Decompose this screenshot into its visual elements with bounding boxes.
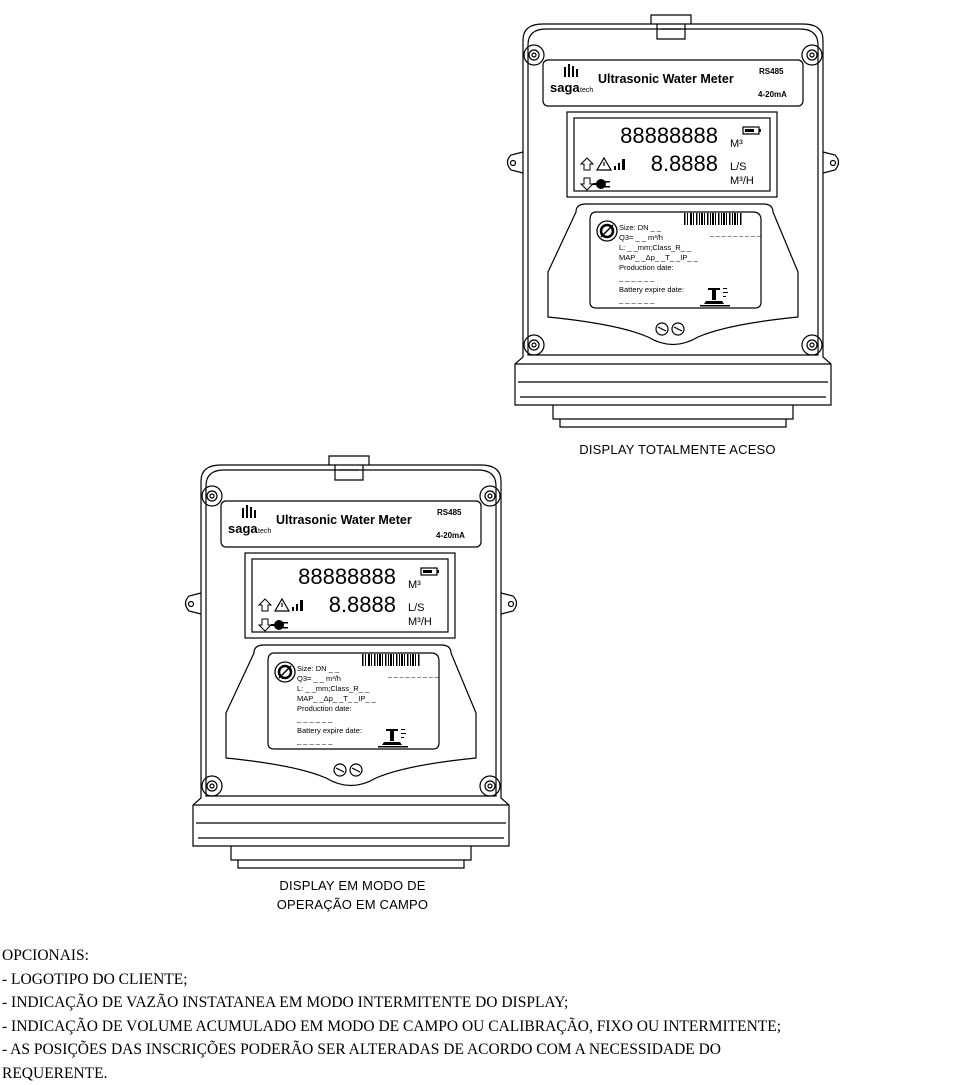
- unit-volume: M³: [730, 138, 743, 150]
- map-line: MAP_ _Δp_ _T_ _IP_ _: [619, 253, 699, 262]
- production-date-label: Production date:: [619, 263, 674, 272]
- output-label: 4-20mA: [436, 531, 465, 540]
- brand-logo: saga tech: [228, 505, 271, 536]
- meter-drawing: saga tech Ultrasonic Water Meter RS485 4…: [498, 12, 848, 432]
- caption-top-text: DISPLAY TOTALMENTE ACESO: [579, 442, 776, 457]
- caption-bottom-line-2: OPERAÇÃO EM CAMPO: [205, 895, 500, 914]
- note-item-continuation: REQUERENTE.: [2, 1062, 968, 1085]
- size-line: Size: DN _ _: [619, 223, 662, 232]
- arrow-up-icon: [581, 158, 593, 170]
- svg-text:saga: saga: [228, 521, 258, 536]
- battery-date-blank: _ _ _ _ _ _: [618, 295, 655, 304]
- output-label: 4-20mA: [758, 90, 787, 99]
- svg-text:tech: tech: [258, 528, 271, 535]
- notes-heading: OPCIONAIS:: [2, 944, 968, 968]
- interface-label: RS485: [437, 508, 462, 517]
- meter-fully-lit: saga tech Ultrasonic Water Meter RS485 4…: [498, 12, 848, 437]
- power-plug-icon: [593, 179, 610, 189]
- meter-title: Ultrasonic Water Meter: [276, 513, 412, 527]
- manufacturer-seal-icon: [597, 221, 617, 241]
- barcode: [362, 654, 420, 666]
- unit-flow: L/S: [730, 161, 747, 173]
- power-plug-icon: [271, 620, 288, 630]
- length-class-line: L: _ _mm;Class_R_ _: [297, 684, 370, 693]
- unit-flow: L/S: [408, 602, 425, 614]
- manufacturer-seal-icon: [275, 662, 295, 682]
- battery-date-label: Battery expire date:: [619, 285, 684, 294]
- barcode: [684, 213, 742, 225]
- q3-line: Q3= _ _ m³/h: [619, 233, 663, 242]
- unit-volume: M³: [408, 579, 421, 591]
- meter-title: Ultrasonic Water Meter: [598, 72, 734, 86]
- svg-text:saga: saga: [550, 80, 580, 95]
- certification-mark-icon: [378, 729, 408, 748]
- arrow-up-icon: [259, 599, 271, 611]
- meter-drawing: saga tech Ultrasonic Water Meter RS485 4…: [176, 453, 526, 873]
- production-date-blank: _ _ _ _ _ _: [296, 714, 333, 723]
- optional-notes: OPCIONAIS: - LOGOTIPO DO CLIENTE; - INDI…: [2, 944, 968, 1085]
- production-date-blank: _ _ _ _ _ _: [618, 273, 655, 282]
- battery-icon: [743, 127, 761, 134]
- signal-icon: [614, 159, 625, 170]
- warning-icon: [275, 599, 289, 611]
- note-item: - INDICAÇÃO DE VAZÃO INSTATANEA EM MODO …: [2, 991, 968, 1015]
- warning-icon: [597, 158, 611, 170]
- brand-logo: saga tech: [550, 64, 593, 95]
- size-line: Size: DN _ _: [297, 664, 340, 673]
- note-item: - INDICAÇÃO DE VOLUME ACUMULADO EM MODO …: [2, 1015, 968, 1039]
- svg-text:tech: tech: [580, 87, 593, 94]
- battery-date-label: Battery expire date:: [297, 726, 362, 735]
- unit-flow-alt: M³/H: [408, 616, 432, 628]
- note-item: - AS POSIÇÕES DAS INSCRIÇÕES PODERÃO SER…: [2, 1038, 968, 1062]
- flow-readout: 8.8888: [651, 151, 718, 176]
- volume-readout: 88888888: [298, 564, 396, 589]
- interface-label: RS485: [759, 67, 784, 76]
- map-line: MAP_ _Δp_ _T_ _IP_ _: [297, 694, 377, 703]
- production-date-label: Production date:: [297, 704, 352, 713]
- caption-top: DISPLAY TOTALMENTE ACESO: [520, 442, 835, 457]
- serial-blank: _ _ _ _ _ _ _ _ _: [387, 671, 439, 678]
- volume-readout: 88888888: [620, 123, 718, 148]
- arrow-down-icon: [259, 619, 271, 631]
- signal-icon: [292, 600, 303, 611]
- q3-line: Q3= _ _ m³/h: [297, 674, 341, 683]
- certification-mark-icon: [700, 288, 730, 307]
- length-class-line: L: _ _mm;Class_R_ _: [619, 243, 692, 252]
- flow-readout: 8.8888: [329, 592, 396, 617]
- battery-date-blank: _ _ _ _ _ _: [296, 736, 333, 745]
- battery-icon: [421, 568, 439, 575]
- note-item: - LOGOTIPO DO CLIENTE;: [2, 968, 968, 992]
- caption-bottom-line-1: DISPLAY EM MODO DE: [205, 876, 500, 895]
- serial-blank: _ _ _ _ _ _ _ _ _: [709, 230, 761, 237]
- arrow-down-icon: [581, 178, 593, 190]
- meter-field-mode: saga tech Ultrasonic Water Meter RS485 4…: [176, 453, 526, 878]
- caption-bottom: DISPLAY EM MODO DE OPERAÇÃO EM CAMPO: [205, 876, 500, 914]
- unit-flow-alt: M³/H: [730, 175, 754, 187]
